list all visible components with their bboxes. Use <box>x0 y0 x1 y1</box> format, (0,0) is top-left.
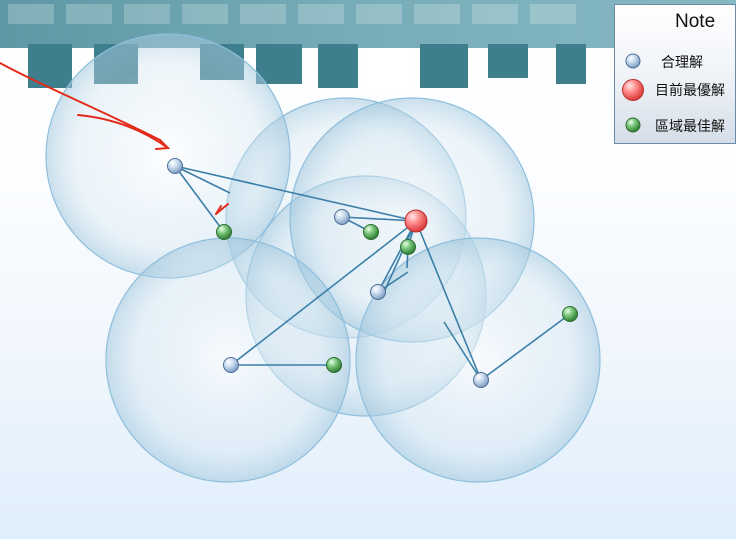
legend-label-feasible: 合理解 <box>661 55 703 71</box>
local-best-node <box>326 357 342 373</box>
connection-lines <box>174 165 571 381</box>
legend-label-local-best: 區域最佳解 <box>655 119 725 135</box>
current-best-node <box>404 209 428 233</box>
legend-box: Note 合理解 目前最優解 區域最佳解 <box>614 4 736 144</box>
local-best-node <box>400 239 416 255</box>
local-best-nodes <box>216 224 578 373</box>
banner-tiles <box>8 4 576 24</box>
legend-title: Note <box>675 11 716 32</box>
legend-item-feasible: 合理解 <box>621 49 736 73</box>
feasible-node <box>370 284 386 300</box>
annotation-arrow <box>0 62 229 215</box>
header-banner <box>0 0 736 90</box>
local-best-node <box>216 224 232 240</box>
neighborhood-circles <box>45 33 601 483</box>
local-best-node <box>562 306 578 322</box>
banner-strip <box>0 0 736 48</box>
feasible-node <box>223 357 239 373</box>
current-best-solution-icon <box>622 79 644 101</box>
feasible-node <box>473 372 489 388</box>
local-best-solution-icon <box>625 117 641 133</box>
neighborhood-circle <box>355 237 601 483</box>
feasible-node <box>334 209 350 225</box>
legend-item-current-best: 目前最優解 <box>621 77 736 101</box>
feasible-nodes <box>167 158 489 388</box>
legend-label-current-best: 目前最優解 <box>655 83 725 99</box>
local-best-node <box>363 224 379 240</box>
feasible-node <box>167 158 183 174</box>
legend-item-local-best: 區域最佳解 <box>621 113 736 137</box>
feasible-solution-icon <box>625 53 641 69</box>
